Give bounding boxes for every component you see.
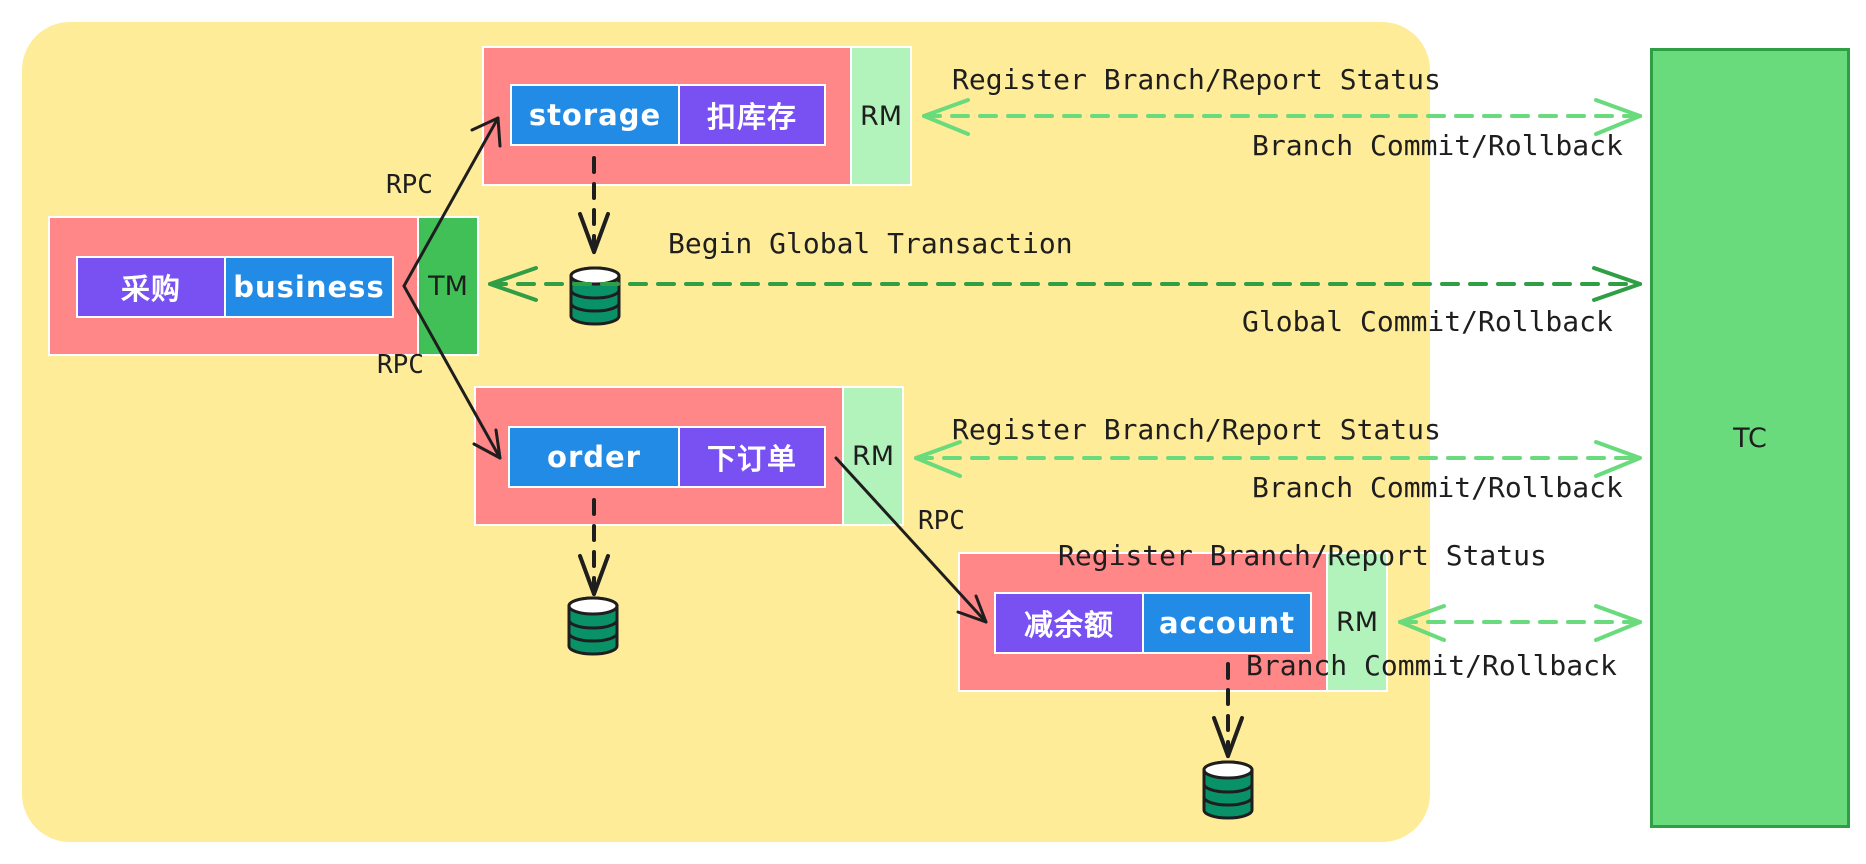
begin-global-label: Begin Global Transaction xyxy=(668,227,1073,260)
order-resource-manager: RM xyxy=(842,386,904,526)
rpc-label-account: RPC xyxy=(918,506,965,536)
order-cn-cell: 下订单 xyxy=(678,426,826,488)
order-rm-label: RM xyxy=(851,440,895,472)
rpc-label-storage: RPC xyxy=(386,170,433,200)
order-db-arrow xyxy=(578,498,610,596)
tm-label: TM xyxy=(428,270,468,302)
rpc-arrow-account xyxy=(834,456,988,624)
storage-resource-manager: RM xyxy=(850,46,912,186)
order-register-label: Register Branch/Report Status xyxy=(952,413,1441,446)
business-en-label: business xyxy=(233,270,385,304)
storage-commit-label: Branch Commit/Rollback xyxy=(1252,129,1623,162)
storage-en-label: storage xyxy=(528,98,662,132)
order-commit-label: Branch Commit/Rollback xyxy=(1252,471,1623,504)
account-db-arrow xyxy=(1212,662,1244,758)
order-en-label: order xyxy=(547,440,641,474)
account-en-label: account xyxy=(1158,606,1296,640)
storage-cn-cell: 扣库存 xyxy=(678,84,826,146)
storage-rm-tc-arrow xyxy=(922,98,1642,136)
transaction-coordinator: TC xyxy=(1650,48,1850,828)
business-en-cell: business xyxy=(224,256,394,318)
account-rm-tc-arrow xyxy=(1398,604,1642,642)
storage-db-arrow xyxy=(578,156,610,254)
storage-database-icon xyxy=(569,266,621,326)
storage-cn-label: 扣库存 xyxy=(706,100,797,134)
storage-rm-label: RM xyxy=(859,100,903,132)
storage-register-label: Register Branch/Report Status xyxy=(952,63,1441,96)
account-cn-label: 减余额 xyxy=(1023,608,1114,642)
account-resource-manager: RM xyxy=(1326,552,1388,692)
global-commit-label: Global Commit/Rollback xyxy=(1242,305,1613,338)
order-database-icon xyxy=(567,596,619,656)
storage-en-cell: storage xyxy=(510,84,680,146)
order-rm-tc-arrow xyxy=(914,440,1642,478)
account-rm-label: RM xyxy=(1335,606,1379,638)
rpc-arrow-order xyxy=(402,284,502,460)
transaction-manager: TM xyxy=(417,216,479,356)
account-database-icon xyxy=(1202,760,1254,820)
business-cn-cell: 采购 xyxy=(76,256,226,318)
business-cn-label: 采购 xyxy=(120,272,181,306)
account-cn-cell: 减余额 xyxy=(994,592,1144,654)
rpc-arrow-storage xyxy=(402,116,502,288)
rpc-label-order: RPC xyxy=(377,350,424,380)
order-cn-label: 下订单 xyxy=(706,442,797,476)
order-en-cell: order xyxy=(508,426,680,488)
account-en-cell: account xyxy=(1142,592,1312,654)
account-register-label: Register Branch/Report Status xyxy=(1058,539,1547,572)
account-commit-label: Branch Commit/Rollback xyxy=(1246,649,1617,682)
tm-tc-arrow xyxy=(488,266,1642,302)
tc-label: TC xyxy=(1733,422,1767,454)
